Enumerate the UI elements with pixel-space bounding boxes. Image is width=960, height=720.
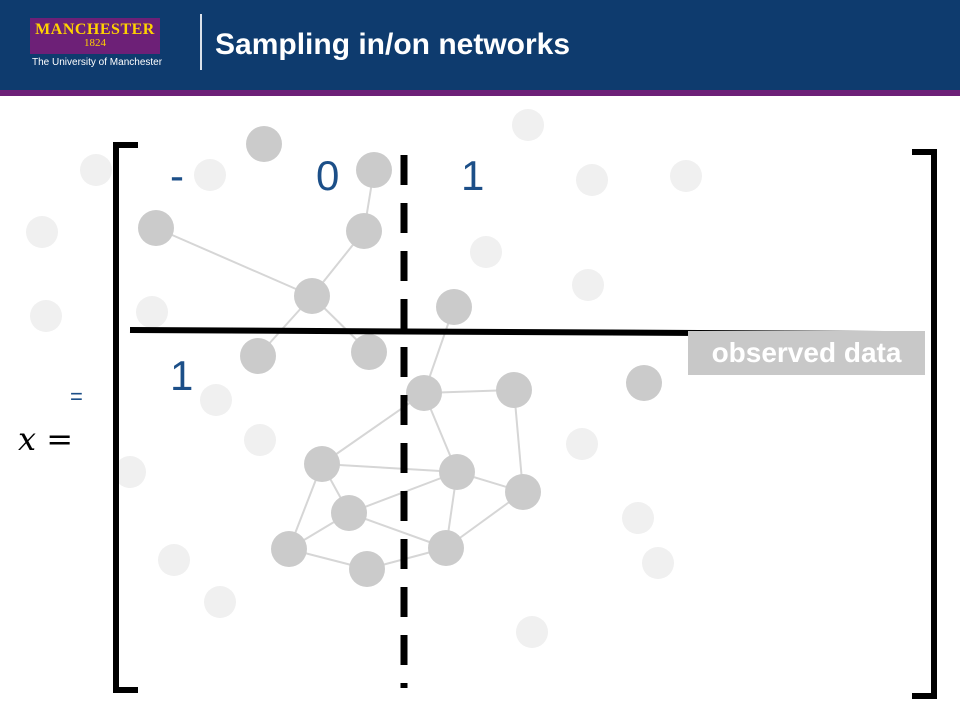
- network-node: [304, 446, 340, 482]
- network-edge: [155, 227, 313, 297]
- header-divider: [200, 14, 202, 70]
- faint-node: [26, 216, 58, 248]
- network-edge: [321, 463, 458, 473]
- faint-node: [572, 269, 604, 301]
- column-label-zero: 0: [316, 152, 340, 199]
- faint-node: [136, 296, 168, 328]
- left-matrix-bracket: [113, 142, 138, 693]
- faint-node: [114, 456, 146, 488]
- faint-nodes-layer: [26, 109, 702, 648]
- faint-node: [670, 160, 702, 192]
- network-nodes-layer: [138, 126, 662, 587]
- faint-node: [158, 544, 190, 576]
- x-equals-label: x =: [18, 420, 74, 458]
- observed-data-text: observed data: [711, 337, 902, 368]
- network-node: [626, 365, 662, 401]
- network-node: [240, 338, 276, 374]
- column-label-minus: -: [170, 152, 184, 199]
- right-matrix-bracket: [912, 149, 937, 699]
- network-node: [294, 278, 330, 314]
- faint-node: [566, 428, 598, 460]
- faint-node: [622, 502, 654, 534]
- network-node: [496, 372, 532, 408]
- faint-node: [30, 300, 62, 332]
- logo-name: MANCHESTER: [35, 21, 155, 38]
- column-label-one: 1: [461, 152, 485, 199]
- network-edge: [321, 392, 425, 465]
- network-node: [331, 495, 367, 531]
- network-node: [138, 210, 174, 246]
- matrix-structure-layer: [113, 142, 937, 699]
- faint-node: [576, 164, 608, 196]
- faint-node: [80, 154, 112, 186]
- network-node: [428, 530, 464, 566]
- faint-node: [516, 616, 548, 648]
- slide-title: Sampling in/on networks: [215, 28, 571, 61]
- network-node: [439, 454, 475, 490]
- logo-subtitle: The University of Manchester: [32, 57, 163, 68]
- faint-node: [244, 424, 276, 456]
- faint-node: [512, 109, 544, 141]
- network-node: [271, 531, 307, 567]
- network-node: [436, 289, 472, 325]
- faint-node: [204, 586, 236, 618]
- faint-node: [194, 159, 226, 191]
- network-node: [351, 334, 387, 370]
- network-node: [346, 213, 382, 249]
- network-node: [406, 375, 442, 411]
- university-logo: MANCHESTER 1824: [30, 18, 160, 54]
- equals-sign: =: [70, 384, 83, 409]
- network-node: [349, 551, 385, 587]
- faint-node: [200, 384, 232, 416]
- header-stripe: [0, 90, 960, 96]
- faint-node: [642, 547, 674, 579]
- network-node: [246, 126, 282, 162]
- header-bar: MANCHESTER 1824 The University of Manche…: [0, 0, 960, 90]
- observed-data-label: observed data: [688, 331, 925, 375]
- network-node: [356, 152, 392, 188]
- row-label-one: 1: [170, 352, 194, 399]
- faint-node: [470, 236, 502, 268]
- network-node: [505, 474, 541, 510]
- logo-year: 1824: [84, 37, 106, 49]
